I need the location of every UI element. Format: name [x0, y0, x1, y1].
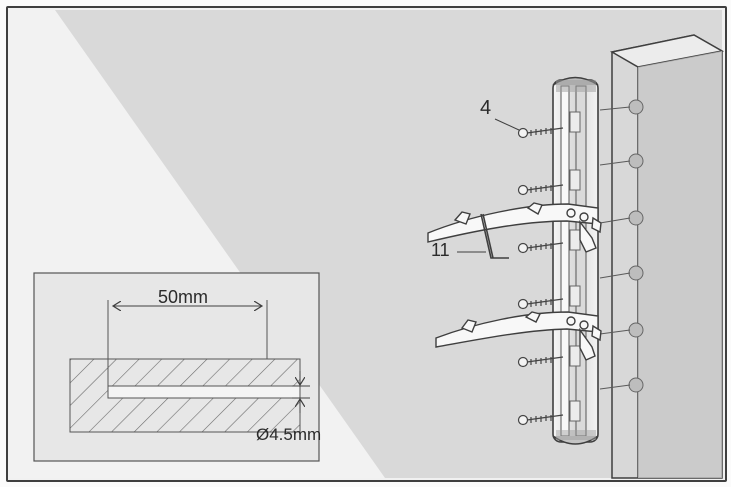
- depth-measure-label: 50mm: [158, 287, 209, 307]
- drill-detail-inset: [33, 272, 320, 462]
- screw: [517, 356, 564, 368]
- screw-set: [517, 127, 564, 426]
- screw: [517, 184, 564, 196]
- mounting-rail: [552, 76, 599, 445]
- hole-diameter-label: Ø4.5mm: [256, 425, 322, 444]
- alignment-lines: [599, 106, 631, 390]
- upper-bracket: [427, 202, 602, 253]
- screw: [517, 414, 564, 426]
- lower-bracket: [435, 311, 602, 361]
- screw-callout-label: 4: [480, 97, 492, 119]
- hex-key: [480, 213, 509, 259]
- background-shadow: [8, 10, 722, 478]
- hex-key-callout-label: 11: [431, 240, 450, 260]
- mounting-post: [609, 34, 725, 479]
- screw: [517, 298, 564, 310]
- screw: [517, 127, 564, 139]
- screw: [517, 242, 564, 254]
- screw-callout-leader: [494, 118, 520, 131]
